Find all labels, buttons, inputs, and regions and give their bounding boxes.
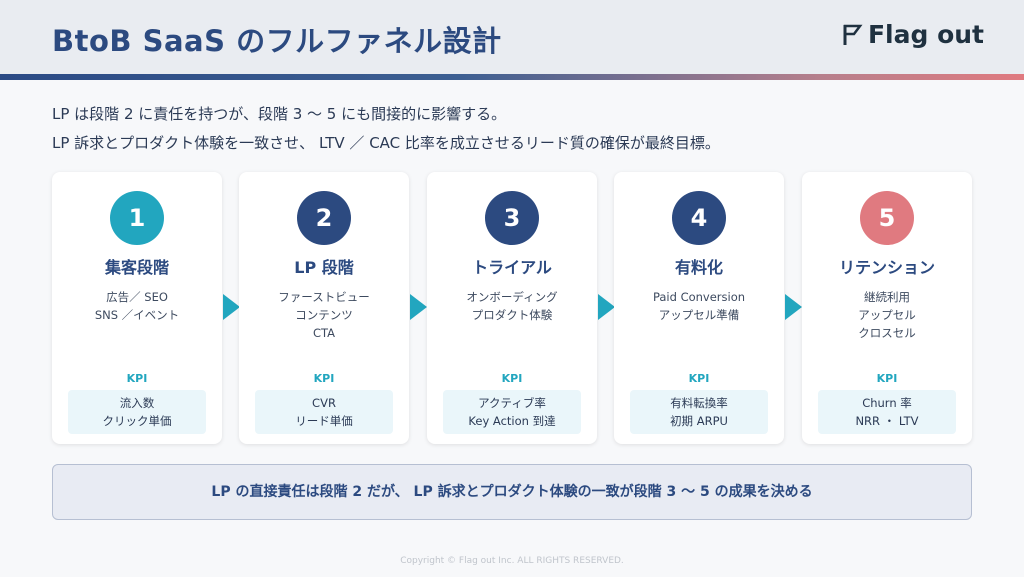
stage-card-1: 1 集客段階 広告／ SEO SNS ／イベント KPI 流入数 クリック単価 [52, 172, 222, 444]
stage-number-5: 5 [860, 191, 914, 245]
kpi-item: クリック単価 [102, 414, 172, 428]
triangle-right-icon [410, 294, 427, 320]
logo-text: Flag out [867, 20, 984, 49]
stage-number-1: 1 [110, 191, 164, 245]
lead-line-2: LP 訴求とプロダクト体験を一致させ、 LTV ／ CAC 比率を成立させるリー… [52, 134, 720, 152]
stage-title-4: 有料化 [674, 258, 723, 277]
triangle-right-icon [223, 294, 240, 320]
lead-line-1: LP は段階 2 に責任を持つが、段階 3 〜 5 にも間接的に影響する。 [52, 105, 507, 123]
kpi-item: リード単価 [295, 414, 353, 428]
stage-desc-line: クロスセル [858, 326, 916, 340]
stage-title-1: 集客段階 [104, 258, 169, 277]
kpi-box-2: CVR リード単価 [255, 390, 393, 434]
triangle-right-icon [598, 294, 615, 320]
kpi-item: 有料転換率 [670, 396, 728, 410]
triangle-right-icon [785, 294, 802, 320]
stage-title-2: LP 段階 [294, 258, 354, 277]
kpi-box-4: 有料転換率 初期 ARPU [630, 390, 768, 434]
kpi-item: Churn 率 [862, 396, 912, 410]
flag-icon [843, 24, 863, 45]
header-bar: BtoB SaaS のフルファネル設計 Flag out [0, 0, 1024, 74]
stage-desc-line: 継続利用 [864, 290, 910, 304]
stage-desc-4: Paid Conversion アップセル準備 [614, 288, 784, 324]
stage-desc-5: 継続利用 アップセル クロスセル [802, 288, 972, 342]
stage-desc-1: 広告／ SEO SNS ／イベント [52, 288, 222, 324]
stage-desc-line: SNS ／イベント [94, 308, 180, 322]
stage-card-4: 4 有料化 Paid Conversion アップセル準備 KPI 有料転換率 … [614, 172, 784, 444]
kpi-box-5: Churn 率 NRR ・ LTV [818, 390, 956, 434]
header-gradient-bar [0, 74, 1024, 80]
stage-desc-line: 広告／ SEO [106, 290, 168, 304]
stage-desc-line: アップセル準備 [658, 308, 740, 322]
stage-desc-line: アップセル [858, 308, 916, 322]
stage-number-3: 3 [485, 191, 539, 245]
stage-title-3: トライアル [472, 258, 552, 277]
kpi-box-1: 流入数 クリック単価 [68, 390, 206, 434]
stage-number-2: 2 [297, 191, 351, 245]
stage-card-2: 2 LP 段階 ファーストビュー コンテンツ CTA KPI CVR リード単価 [239, 172, 409, 444]
stage-desc-line: プロダクト体験 [471, 308, 553, 322]
kpi-label: KPI [876, 372, 898, 385]
stage-card-3: 3 トライアル オンボーディング プロダクト体験 KPI アクティブ率 Key … [427, 172, 597, 444]
kpi-label: KPI [313, 372, 335, 385]
kpi-item: 流入数 [119, 396, 155, 410]
kpi-item: 初期 ARPU [670, 414, 728, 428]
stage-desc-3: オンボーディング プロダクト体験 [427, 288, 597, 324]
kpi-item: Key Action 到達 [468, 414, 556, 428]
kpi-label: KPI [501, 372, 523, 385]
page-title: BtoB SaaS のフルファネル設計 [52, 24, 502, 58]
copyright-footer: Copyright © Flag out Inc. ALL RIGHTS RES… [400, 556, 624, 566]
stage-desc-line: Paid Conversion [652, 290, 746, 304]
kpi-item: アクティブ率 [478, 396, 546, 410]
funnel-stages: 1 集客段階 広告／ SEO SNS ／イベント KPI 流入数 クリック単価 … [52, 172, 972, 444]
stage-desc-line: ファーストビュー [278, 290, 370, 304]
stage-desc-line: コンテンツ [295, 308, 353, 322]
summary-banner: LP の直接責任は段階 2 だが、 LP 訴求とプロダクト体験の一致が段階 3 … [52, 464, 972, 520]
kpi-label: KPI [688, 372, 710, 385]
stage-card-5: 5 リテンション 継続利用 アップセル クロスセル KPI Churn 率 NR… [802, 172, 972, 444]
lead-text: LP は段階 2 に責任を持つが、段階 3 〜 5 にも間接的に影響する。 LP… [52, 100, 720, 158]
stage-number-4: 4 [672, 191, 726, 245]
stage-desc-2: ファーストビュー コンテンツ CTA [239, 288, 409, 342]
kpi-box-3: アクティブ率 Key Action 到達 [443, 390, 581, 434]
kpi-item: NRR ・ LTV [855, 414, 919, 428]
kpi-label: KPI [126, 372, 148, 385]
stage-title-5: リテンション [838, 258, 935, 277]
logo: Flag out [842, 20, 984, 49]
stage-desc-line: CTA [312, 326, 336, 340]
kpi-item: CVR [312, 396, 336, 410]
stage-desc-line: オンボーディング [466, 290, 558, 304]
